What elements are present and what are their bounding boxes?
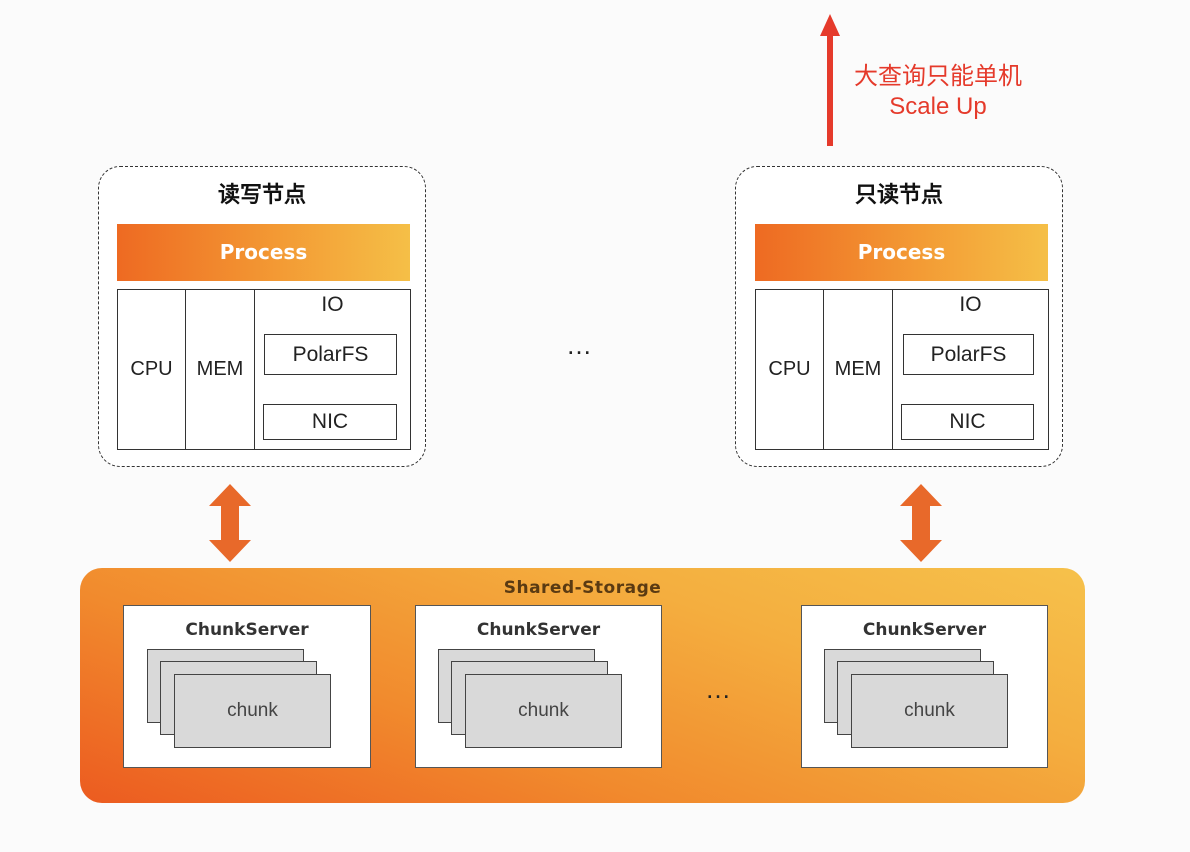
storage-title: Shared-Storage bbox=[503, 578, 662, 598]
chunkserver-title: ChunkServer bbox=[476, 620, 601, 640]
node-title: 只读节点 bbox=[854, 183, 943, 208]
nic-box: NIC bbox=[263, 404, 397, 440]
process-bar: Process bbox=[755, 224, 1048, 281]
io-label: IO bbox=[321, 293, 344, 316]
scale-up-label: 大查询只能单机 Scale Up bbox=[838, 62, 1038, 122]
chunk-front: chunk bbox=[851, 674, 1008, 748]
scale-up-line2: Scale Up bbox=[889, 93, 987, 120]
chunkserver-title: ChunkServer bbox=[185, 620, 309, 640]
polarfs-box: PolarFS bbox=[264, 334, 397, 375]
mem-cell: MEM bbox=[823, 289, 893, 450]
cpu-cell: CPU bbox=[117, 289, 186, 450]
chunkserver-title: ChunkServer bbox=[862, 620, 987, 640]
scale-up-line1: 大查询只能单机 bbox=[854, 63, 1022, 90]
node-title: 读写节点 bbox=[217, 183, 306, 208]
mem-cell: MEM bbox=[185, 289, 255, 450]
double-arrow-right bbox=[900, 484, 942, 562]
cpu-cell: CPU bbox=[755, 289, 824, 450]
scale-up-arrow bbox=[820, 14, 840, 146]
chunk-front: chunk bbox=[174, 674, 331, 748]
nodes-ellipsis: … bbox=[566, 330, 594, 360]
io-label: IO bbox=[959, 293, 982, 316]
storage-ellipsis: … bbox=[705, 674, 733, 704]
nic-box: NIC bbox=[901, 404, 1034, 440]
polarfs-box: PolarFS bbox=[903, 334, 1034, 375]
double-arrow-left bbox=[209, 484, 251, 562]
process-bar: Process bbox=[117, 224, 410, 281]
chunk-front: chunk bbox=[465, 674, 622, 748]
